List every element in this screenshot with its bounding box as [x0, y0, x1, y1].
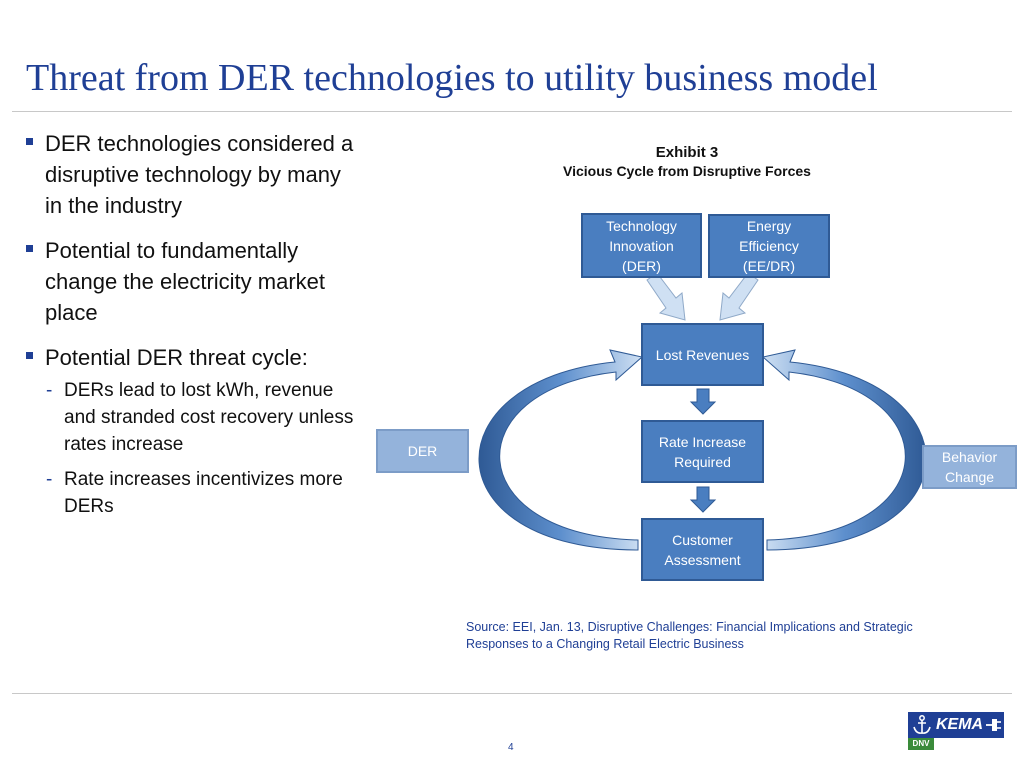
box-line: Customer	[672, 531, 733, 548]
plug-icon	[986, 719, 1002, 731]
vicious-cycle-diagram: Exhibit 3 Vicious Cycle from Disruptive …	[370, 130, 1020, 600]
bullet-text: DER technologies considered a disruptive…	[45, 131, 354, 218]
logo-wordmark: KEMA	[936, 716, 984, 733]
box-lost-revenues: Lost Revenues	[641, 323, 764, 386]
arrow-tech-to-lost	[646, 272, 686, 321]
arrow-rate-to-customer	[689, 486, 717, 513]
arrow-ee-to-lost	[719, 272, 759, 321]
box-line: Innovation	[609, 237, 674, 254]
bullet-item: Potential DER threat cycle: - DERs lead …	[26, 342, 362, 520]
box-technology-innovation: Technology Innovation (DER)	[581, 213, 702, 278]
bullet-item: DER technologies considered a disruptive…	[26, 128, 362, 221]
box-line: (DER)	[622, 257, 661, 274]
sub-bullet-item: - DERs lead to lost kWh, revenue and str…	[45, 377, 362, 458]
box-energy-efficiency: Energy Efficiency (EE/DR)	[708, 214, 830, 278]
box-line: Lost Revenues	[655, 346, 750, 363]
kema-logo: KEMA DNV	[908, 712, 1004, 752]
dash-bullet-icon: -	[46, 380, 53, 401]
box-line: Energy	[746, 218, 792, 234]
box-line: Technology	[606, 217, 677, 234]
source-citation: Source: EEI, Jan. 13, Disruptive Challen…	[466, 619, 1006, 653]
box-line: (EE/DR)	[742, 258, 796, 274]
box-line: Rate Increase	[658, 433, 747, 450]
page-number: 4	[508, 742, 514, 753]
square-bullet-icon	[26, 245, 33, 252]
title-divider	[12, 111, 1012, 112]
sub-bullet-item: - Rate increases incentivizes more DERs	[45, 466, 362, 520]
box-customer-assessment: Customer Assessment	[641, 518, 764, 581]
exhibit-number: Exhibit 3	[655, 144, 719, 161]
sub-bullet-text: DERs lead to lost kWh, revenue and stran…	[64, 380, 354, 455]
box-line: DER	[407, 443, 438, 459]
box-line: Change	[944, 469, 995, 485]
bullet-item: Potential to fundamentally change the el…	[26, 235, 362, 328]
box-line: Required	[674, 453, 731, 470]
source-line: Source: EEI, Jan. 13, Disruptive Challen…	[466, 620, 913, 634]
sub-bullet-list: - DERs lead to lost kWh, revenue and str…	[45, 377, 362, 520]
slide-title: Threat from DER technologies to utility …	[26, 57, 878, 99]
cycle-arrow-left	[478, 349, 644, 551]
box-rate-increase: Rate Increase Required	[641, 420, 764, 483]
bullet-list: DER technologies considered a disruptive…	[26, 128, 362, 534]
cycle-arrow-right	[761, 349, 927, 551]
dash-bullet-icon: -	[46, 469, 53, 490]
square-bullet-icon	[26, 138, 33, 145]
box-der: DER	[376, 429, 469, 473]
box-line: Assessment	[664, 551, 741, 568]
source-line: Responses to a Changing Retail Electric …	[466, 637, 744, 651]
bullet-text: Potential to fundamentally change the el…	[45, 238, 326, 325]
exhibit-title: Vicious Cycle from Disruptive Forces	[563, 163, 811, 179]
arrow-lost-to-rate	[689, 388, 717, 415]
box-behavior-change: Behavior Change	[922, 445, 1017, 489]
logo-banner: KEMA	[908, 712, 1004, 738]
box-line: Efficiency	[739, 238, 799, 254]
box-line: Behavior	[941, 449, 998, 465]
anchor-icon	[913, 715, 931, 734]
footer-divider	[12, 693, 1012, 694]
bullet-text: Potential DER threat cycle:	[45, 345, 308, 370]
square-bullet-icon	[26, 352, 33, 359]
sub-bullet-text: Rate increases incentivizes more DERs	[64, 469, 343, 517]
logo-sub-mark: DNV	[908, 738, 934, 750]
